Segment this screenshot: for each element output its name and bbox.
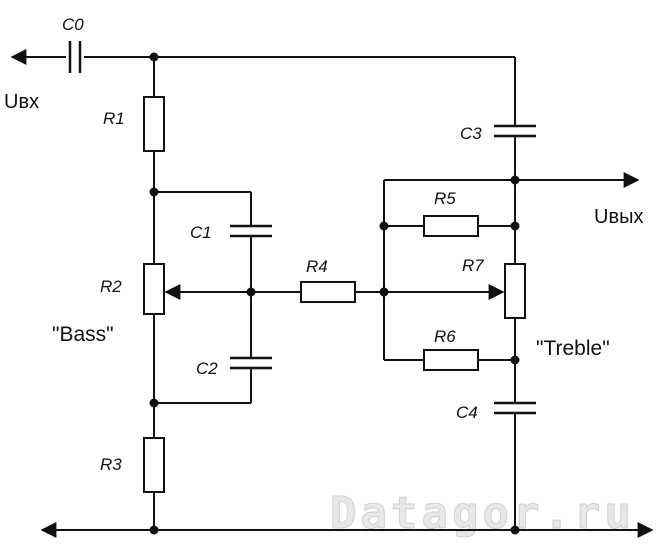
r1-label: R1 [103, 109, 125, 128]
junction-dot [149, 52, 159, 62]
c3-label: C3 [460, 124, 482, 143]
junction-dot [149, 525, 159, 535]
junction-dot [379, 221, 389, 231]
junction-dot [246, 287, 256, 297]
junction-dot [510, 175, 520, 185]
c4-label: C4 [456, 403, 478, 422]
junction-dot [510, 525, 520, 535]
input-label: Uвх [4, 91, 39, 113]
junction-dot [510, 355, 520, 365]
r6-resistor [423, 349, 479, 371]
r7-label: R7 [462, 256, 484, 275]
r4-resistor [300, 281, 356, 303]
junction-dot [379, 287, 389, 297]
c2-label: C2 [196, 359, 218, 378]
r7-potentiometer [504, 263, 526, 319]
junction-dot [149, 398, 159, 408]
r4-label: R4 [306, 257, 328, 276]
r6-label: R6 [434, 327, 456, 346]
r1-resistor [143, 96, 165, 152]
r2-potentiometer [143, 263, 165, 315]
junction-dot [149, 187, 159, 197]
c1-label: C1 [190, 223, 212, 242]
r3-label: R3 [100, 455, 122, 474]
bass-label: "Bass" [52, 323, 114, 346]
r5-resistor [423, 215, 479, 237]
output-label: Uвых [594, 206, 643, 228]
r3-resistor [143, 437, 165, 493]
r5-label: R5 [434, 189, 456, 208]
r2-label: R2 [100, 277, 122, 296]
c0-label: C0 [62, 15, 84, 34]
watermark: Datagor.ru [330, 488, 635, 539]
treble-label: "Treble" [536, 337, 610, 360]
junction-dot [510, 221, 520, 231]
